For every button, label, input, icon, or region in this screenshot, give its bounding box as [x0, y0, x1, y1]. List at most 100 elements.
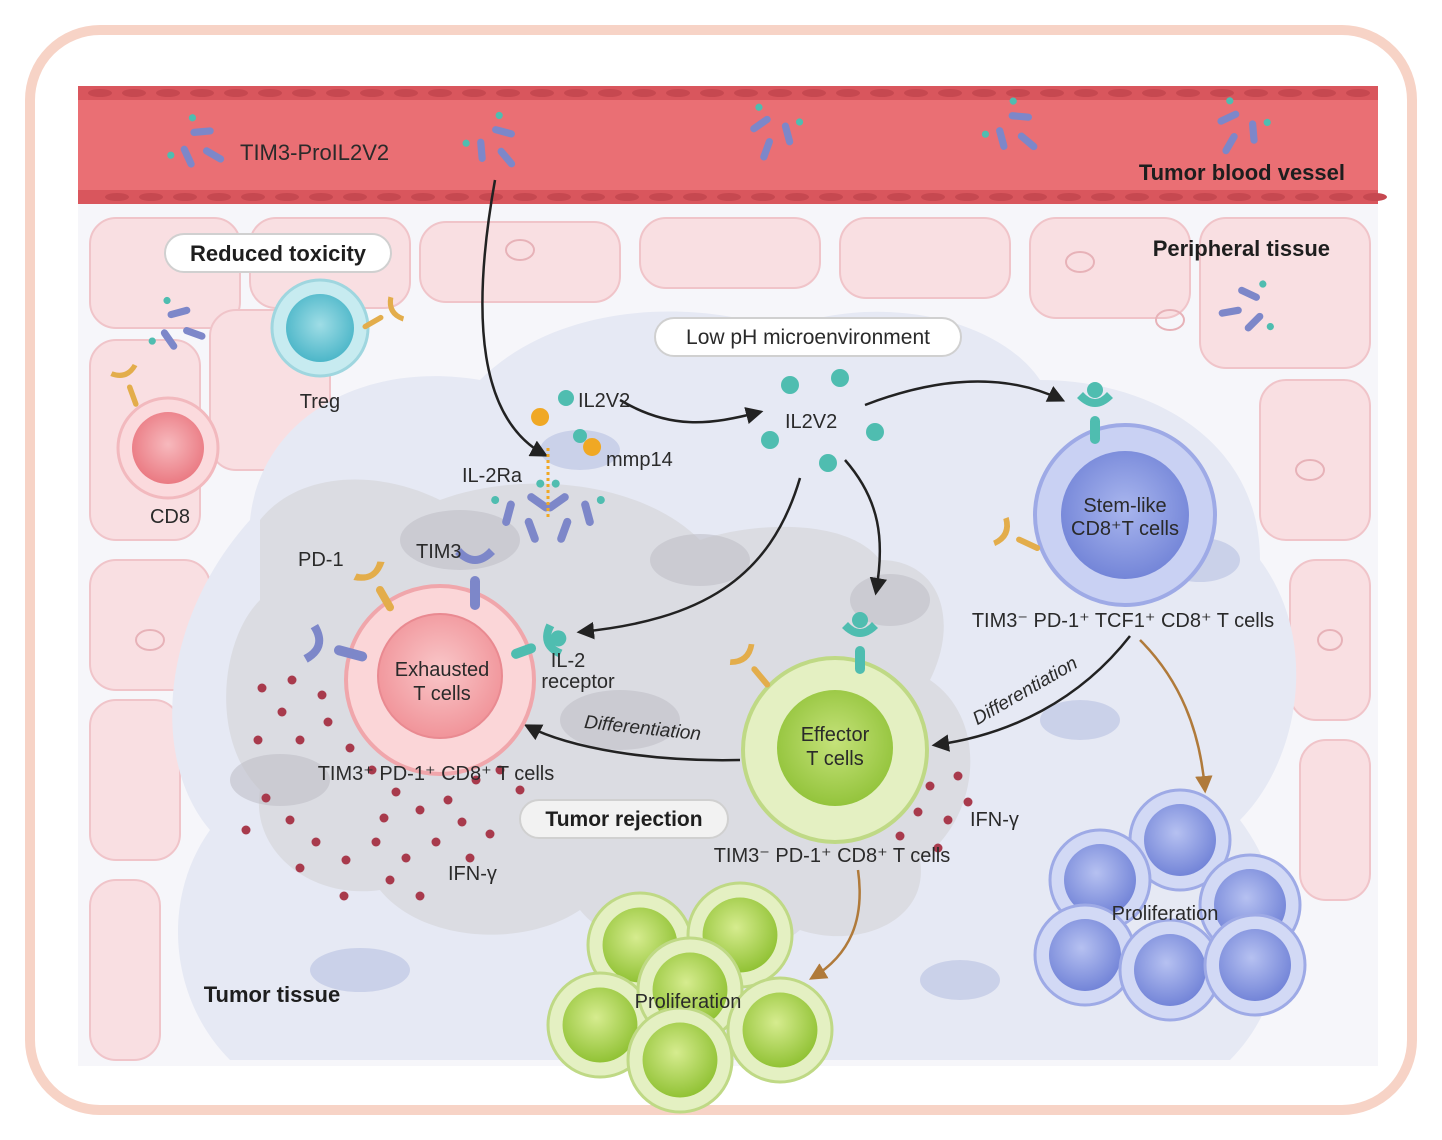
cd8-cell: [109, 362, 220, 500]
ifn-gamma-dot: [287, 675, 297, 685]
vessel-bead: [462, 89, 486, 97]
vessel-bead: [683, 193, 707, 201]
label-low-ph: Low pH microenvironment: [686, 326, 930, 349]
label-stem-phenotype: TIM3⁻ PD-1⁺ TCF1⁺ CD8⁺ T cells: [972, 610, 1274, 632]
vessel-bead: [564, 89, 588, 97]
ifn-gamma-dot: [415, 805, 425, 815]
effector-cell: [727, 612, 929, 844]
vessel-bead: [938, 89, 962, 97]
ifn-gamma-dot: [401, 853, 411, 863]
vessel-bead: [836, 89, 860, 97]
label-tumor-tissue: Tumor tissue: [204, 982, 341, 1007]
vessel-bead: [156, 89, 180, 97]
vessel-bead: [972, 89, 996, 97]
ifn-gamma-dot: [253, 735, 263, 745]
vessel-bead: [751, 193, 775, 201]
ifn-gamma-dot: [963, 797, 973, 807]
label-il-2-receptor-line1: IL-2: [551, 650, 585, 672]
ifn-gamma-dot: [391, 787, 401, 797]
label-ifn-gamma-right: IFN-γ: [970, 809, 1019, 831]
label-stem-line2: CD8⁺T cells: [1071, 518, 1179, 540]
vessel-bead: [1312, 89, 1336, 97]
ifn-gamma-dot: [241, 825, 251, 835]
ifn-gamma-dot: [913, 807, 923, 817]
proliferation-cluster-green: [546, 881, 834, 1114]
vessel-bead: [632, 89, 656, 97]
vessel-bead: [1159, 193, 1183, 201]
vessel-bead: [411, 193, 435, 201]
label-stem-line1: Stem-like: [1083, 495, 1166, 517]
vessel-bead: [598, 89, 622, 97]
vessel-bead: [1210, 89, 1234, 97]
blue-proliferating-cell: [1203, 913, 1307, 1017]
vessel-bead: [445, 193, 469, 201]
vessel-bead: [241, 193, 265, 201]
side-receptor-icon: [303, 623, 368, 663]
ifn-gamma-dot: [317, 690, 327, 700]
vessel-bead: [887, 193, 911, 201]
vessel-bead: [1176, 89, 1200, 97]
vessel-bead: [1057, 193, 1081, 201]
vessel-bead: [105, 193, 129, 201]
ifn-gamma-dot: [367, 765, 377, 775]
vessel-bead: [921, 193, 945, 201]
ifn-gamma-dot: [379, 813, 389, 823]
vessel-bead: [1142, 89, 1166, 97]
ifn-gamma-dot: [943, 815, 953, 825]
ifn-gamma-dot: [371, 837, 381, 847]
vessel-bead: [377, 193, 401, 201]
label-vessel: Tumor blood vessel: [1139, 160, 1345, 185]
vessel-bead: [207, 193, 231, 201]
ifn-gamma-dot: [485, 829, 495, 839]
label-ifn-gamma-left: IFN-γ: [448, 863, 497, 885]
vessel-bead: [1261, 193, 1285, 201]
ifn-gamma-dot: [953, 771, 963, 781]
ifn-gamma-dot: [515, 785, 525, 795]
vessel-bead: [717, 193, 741, 201]
label-il-2-receptor-line2: receptor: [541, 671, 615, 693]
vessel-bead: [139, 193, 163, 201]
ifn-gamma-dot: [311, 837, 321, 847]
vessel-bead: [496, 89, 520, 97]
vessel-wall-beads: [88, 89, 1387, 201]
vessel-bead: [700, 89, 724, 97]
ifn-gamma-dot: [457, 817, 467, 827]
label-proliferation-green: Proliferation: [635, 991, 742, 1013]
vessel-bead: [1040, 89, 1064, 97]
vessel-bead: [904, 89, 928, 97]
ifn-gamma-dot: [465, 853, 475, 863]
ifn-gamma-dot: [295, 863, 305, 873]
vessel-bead: [360, 89, 384, 97]
ifn-gamma-dot: [471, 775, 481, 785]
label-exhausted-line2: T cells: [413, 683, 470, 705]
text-labels: TIM3-ProIL2V2 Tumor blood vessel Periphe…: [150, 140, 1345, 1013]
vessel-bead: [1074, 89, 1098, 97]
label-il2v2-left: IL2V2: [578, 390, 630, 412]
ifn-gamma-dot: [295, 735, 305, 745]
label-exhausted-line1: Exhausted: [395, 659, 490, 681]
vessel-bead: [768, 89, 792, 97]
vessel-bead: [1125, 193, 1149, 201]
ifn-gamma-dot: [415, 891, 425, 901]
ifn-gamma-dot: [341, 855, 351, 865]
pd-1-receptor-icon: [353, 561, 394, 612]
vessel-bead: [1244, 89, 1268, 97]
ifn-gamma-dot: [323, 717, 333, 727]
proliferation-cluster-blue: [1033, 788, 1307, 1022]
label-il2v2-center: IL2V2: [785, 411, 837, 433]
label-peripheral-tissue: Peripheral tissue: [1153, 236, 1330, 261]
vessel-bead: [224, 89, 248, 97]
bound-antibody-complex-icon: [490, 390, 606, 553]
vessel-bead: [1278, 89, 1302, 97]
label-reduced-toxicity: Reduced toxicity: [190, 241, 367, 266]
vessel-bead: [1006, 89, 1030, 97]
tim3-receptor-icon: [455, 548, 495, 610]
vessel-bead: [292, 89, 316, 97]
vessel-bead: [1329, 193, 1353, 201]
label-pills: [164, 233, 962, 839]
vessel-bead: [258, 89, 282, 97]
flow-arrows: [481, 179, 1213, 980]
label-cd8: CD8: [150, 506, 190, 528]
vessel-bead: [1023, 193, 1047, 201]
